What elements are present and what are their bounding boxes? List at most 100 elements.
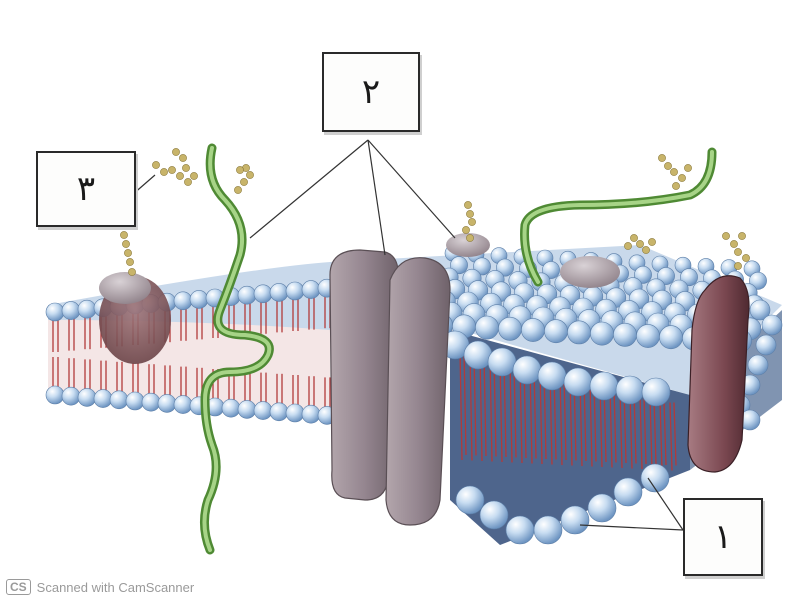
carbohydrate-bead [172, 148, 180, 156]
phospholipid-head [749, 271, 767, 290]
carbohydrate-bead [128, 268, 136, 276]
carbohydrate-bead [160, 168, 168, 176]
carbohydrate-bead [642, 246, 650, 254]
phospholipid-head [657, 267, 675, 285]
camscanner-logo: CS [6, 579, 31, 595]
carbohydrate-bead [466, 210, 474, 218]
phospholipid-head [253, 401, 273, 420]
label-1-text: ١ [713, 517, 733, 557]
watermark-text: Scanned with CamScanner [36, 579, 195, 595]
fatty-acid-tail [513, 362, 517, 458]
phospholipid-head [512, 355, 542, 385]
fatty-acid-tail [673, 402, 677, 466]
fatty-acid-tail [459, 349, 463, 461]
fatty-acid-tail [503, 359, 507, 458]
phospholipid-head [563, 367, 593, 397]
phospholipid-head [189, 290, 209, 309]
phospholipid-head [77, 388, 97, 407]
phospholipid-head [615, 375, 645, 405]
phospholipid-head [173, 291, 193, 311]
phospholipid-head [521, 318, 545, 342]
peripheral-protein-dome-center [446, 233, 490, 257]
phospholipid-head [560, 505, 590, 535]
phospholipid-head [45, 385, 65, 405]
carbohydrate-bead [730, 240, 738, 248]
label-box-1: ١ [683, 498, 763, 576]
carbohydrate-bead [184, 178, 192, 186]
fatty-acid-tail [649, 397, 653, 470]
fatty-acid-tail [643, 394, 647, 465]
phospholipid-head [487, 347, 517, 377]
carbohydrate-bead [624, 242, 632, 250]
peripheral-protein-dome-right [560, 256, 620, 288]
carbohydrate-bead [636, 240, 644, 248]
carbohydrate-bead [240, 178, 248, 186]
carbohydrate-bead [670, 168, 678, 176]
carbohydrate-bead [182, 164, 190, 172]
phospholipid-head [61, 301, 81, 320]
pointer-1-a [647, 477, 684, 531]
phospholipid-head [455, 485, 485, 515]
phospholipid-head [141, 392, 161, 412]
carbohydrate-bead [234, 186, 242, 194]
carbohydrate-bead [678, 174, 686, 182]
fatty-acid-tail [489, 357, 493, 462]
phospholipid-head [533, 515, 563, 545]
fatty-acid-tail [663, 399, 667, 466]
glycoprotein-chain-left-highlight [202, 146, 272, 552]
phospholipid-head [301, 404, 321, 424]
carbohydrate-bead [246, 171, 254, 179]
carbohydrate-bead [176, 172, 184, 180]
phospholipid-head [285, 403, 305, 423]
carbohydrate-bead [738, 232, 746, 240]
phospholipid-head [237, 400, 257, 419]
phospholipid-head [61, 386, 81, 406]
phospholipid-head [542, 261, 560, 279]
phospholipid-head [301, 280, 321, 299]
fatty-acid-tail [633, 392, 637, 464]
camscanner-watermark: CS Scanned with CamScanner [6, 579, 194, 595]
phospholipid-head [221, 398, 241, 418]
phospholipid-head [755, 334, 777, 356]
phospholipid-head [640, 463, 670, 493]
fatty-acid-tail [613, 387, 617, 463]
fatty-acid-tail [509, 362, 513, 463]
carbohydrate-bead [684, 164, 692, 172]
phospholipid-head [613, 322, 637, 347]
fatty-acid-tail [563, 374, 567, 461]
fatty-acid-tail [533, 367, 537, 459]
label-2-text: ٢ [361, 72, 381, 112]
fatty-acid-tail [669, 402, 673, 471]
phospholipid-head [173, 395, 193, 414]
fatty-acid-tail [629, 392, 633, 469]
phospholipid-head [77, 299, 97, 319]
phospholipid-head [157, 394, 177, 413]
pointer-2-a [249, 139, 369, 239]
phospholipid-head [93, 389, 113, 408]
carbohydrate-bead [722, 232, 730, 240]
phospholipid-head [496, 258, 514, 277]
phospholipid-head [567, 320, 591, 345]
fatty-acid-tail [589, 382, 593, 467]
pointer-2-b [367, 139, 386, 256]
label-box-2: ٢ [322, 52, 420, 132]
fatty-acid-tail [619, 389, 623, 469]
carbohydrate-bead [126, 258, 134, 266]
fatty-acid-tail [539, 369, 543, 465]
pointer-2-c [367, 139, 456, 239]
phospholipid-head [463, 340, 493, 370]
phospholipid-head [636, 324, 660, 348]
carbohydrate-bead [734, 248, 742, 256]
integral-protein-dark [687, 275, 750, 473]
carbohydrate-bead [124, 249, 132, 257]
phospholipid-head [747, 354, 769, 376]
phospholipid-head [641, 377, 671, 407]
phospholipid-head [45, 302, 65, 322]
phospholipid-head [498, 316, 522, 341]
fatty-acid-tail [559, 374, 563, 466]
phospholipid-head [613, 477, 643, 507]
carbohydrate-bead [658, 154, 666, 162]
fatty-acid-tail [463, 349, 467, 456]
carbohydrate-bead [190, 172, 198, 180]
